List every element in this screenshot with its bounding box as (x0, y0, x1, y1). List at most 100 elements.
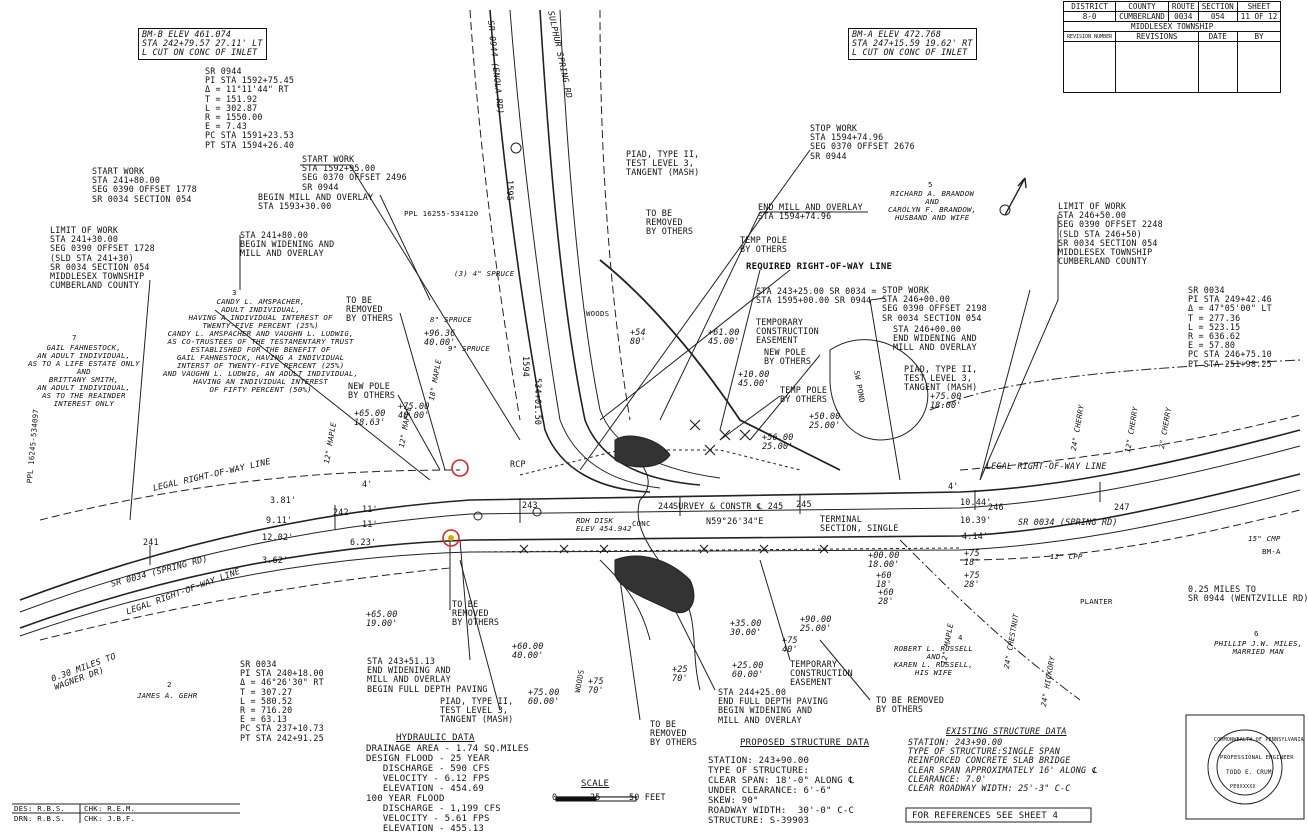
dimension-label: 4' (362, 479, 373, 489)
rdh-disk-note: RDH DISK ELEV 454.942 (576, 516, 632, 533)
tree-label: 9" SPRUCE (448, 344, 490, 353)
sr0034-curve-data-left: SR 0034 PI STA 240+18.00 Δ = 46°26'30" R… (240, 659, 324, 743)
offset-label: +54 80' (630, 327, 646, 347)
station-1595: 1595 (505, 180, 515, 201)
planter-label: PLANTER (1080, 597, 1113, 606)
tree-label: 8" SPRUCE (430, 315, 472, 324)
offset-label: +60.00 40.00' (512, 641, 544, 661)
drawn-by-initials: DRN: R.B.S. (14, 814, 66, 823)
offset-label: +00.00 18.00' (868, 550, 900, 570)
dimension-label: 11' (362, 519, 378, 529)
owner-amspacher-number: 3 (232, 288, 237, 297)
offset-label: +75 40' (782, 635, 798, 655)
legal-row-label: LEGAL RIGHT-OF-WAY LINE (986, 461, 1107, 471)
benchmark-b-note: BM-B ELEV 461.074 STA 242+79.57 27.11' L… (138, 28, 267, 60)
seal-license-number: PE0XXXXX (1230, 784, 1256, 790)
tree-label: 12" CPP (1050, 552, 1083, 561)
existing-structure-lines: STATION: 243+90.00 TYPE OF STRUCTURE:SIN… (908, 737, 1098, 794)
owner-gehr: JAMES A. GEHR (137, 691, 198, 700)
end-full-depth-paving: STA 244+25.00 END FULL DEPTH PAVING BEGI… (718, 687, 829, 725)
temp-construction-easement: TEMPORARY CONSTRUCTION EASEMENT (790, 659, 853, 688)
sheet-header: SHEET (1236, 1, 1282, 12)
section-value: 054 (1197, 11, 1238, 22)
station-equation: STA 243+25.00 SR 0034 = STA 1595+00.00 S… (756, 286, 877, 306)
dimension-label: 3.81' (270, 495, 297, 505)
route-value: 0034 (1167, 11, 1199, 22)
revisions-header: REVISIONS (1115, 31, 1199, 42)
begin-mill-sr0944: BEGIN MILL AND OVERLAY STA 1593+30.00 (258, 192, 374, 212)
temp-pole-callout: TEMP POLE BY OTHERS (740, 235, 788, 255)
sr0034-curve-data-right: SR 0034 PI STA 249+42.46 Δ = 47°05'00" L… (1188, 285, 1272, 369)
designer-initials: DES: R.B.S. (14, 804, 66, 813)
revision-number-header: REVISION NUMBER (1062, 31, 1117, 42)
offset-label: +75.00 18.00' (930, 391, 962, 411)
title-block: DISTRICT COUNTY ROUTE SECTION SHEET 8-0 … (1062, 1, 1282, 93)
dimension-label: 9.11' (266, 515, 293, 525)
stop-work-sr0944: STOP WORK STA 1594+74.96 SEG 0370 OFFSET… (810, 123, 915, 161)
section-header: SECTION (1197, 1, 1238, 12)
sheet-value: 11 OF 12 (1236, 11, 1282, 22)
end-widening-left: STA 243+51.13 END WIDENING AND MILL AND … (367, 656, 488, 694)
tree-label: 15" CMP (1248, 534, 1281, 543)
offset-label: +60 28' (878, 587, 894, 607)
checker-initials: CHK: J.B.F. (84, 814, 136, 823)
new-pole-callout: NEW POLE BY OTHERS (764, 347, 812, 367)
hydraulic-data-lines: DRAINAGE AREA - 1.74 SQ.MILES DESIGN FLO… (366, 744, 529, 834)
dimension-label: 3.62' (262, 555, 289, 565)
scale-tick: 0 (552, 792, 558, 802)
piad-callout: PIAD, TYPE II, TEST LEVEL 3, TANGENT (MA… (904, 364, 978, 393)
utility-pole-label: PPL 16255-534120 (404, 209, 479, 218)
offset-label: +75.00 40.00' (398, 401, 430, 421)
new-pole-callout: NEW POLE BY OTHERS (348, 381, 396, 401)
offset-label: +60 18' (876, 570, 892, 590)
checker-initials: CHK: R.E.M. (84, 804, 136, 813)
county-header: COUNTY (1115, 1, 1169, 12)
owner-russell: ROBERT L. RUSSELL AND KAREN L. RUSSELL, … (894, 644, 974, 677)
piad-callout: PIAD, TYPE II, TEST LEVEL 3, TANGENT (MA… (626, 149, 700, 178)
offset-label: +75 28' (964, 570, 980, 590)
owner-amspacher: CANDY L. AMSPACHER, ADULT INDIVIDUAL, HA… (163, 297, 359, 394)
to-be-removed-callout: TO BE REMOVED BY OTHERS (876, 695, 945, 715)
tree-label: (3) 4" SPRUCE (454, 269, 515, 278)
offset-label: +96.36 40.00' (424, 328, 456, 348)
benchmark-a-note: BM-A ELEV 472.768 STA 247+15.59 19.62' R… (848, 28, 977, 60)
sr0944-curve-data: SR 0944 PI STA 1592+75.45 Δ = 11°11'44" … (205, 66, 295, 150)
scale-tick: 50 FEET (629, 792, 666, 802)
begin-widening-note: STA 241+80.00 BEGIN WIDENING AND MILL AN… (240, 230, 335, 259)
owner-gehr-number: 2 (167, 680, 172, 689)
proposed-structure-lines: STATION: 243+90.00 TYPE OF STRUCTURE: CL… (708, 756, 855, 826)
offset-label: +75 70' (588, 676, 604, 696)
offset-label: +65.00 18.63' (354, 408, 386, 428)
proposed-structure-title: PROPOSED STRUCTURE DATA (740, 738, 870, 748)
seal-engineer-name: TODD E. CRUM (1226, 769, 1272, 776)
offset-label: +50.00 25.00' (809, 411, 841, 431)
distance-to-wentzville: 0.25 MILES TO SR 0944 (WENTZVILLE RD) (1188, 584, 1308, 604)
station-242: 242 (333, 507, 349, 517)
station-1594: 1594 (521, 356, 531, 377)
owner-brandow-number: 5 (928, 180, 933, 189)
county-value: CUMBERLAND (1115, 11, 1169, 22)
piad-callout: PIAD, TYPE II, TEST LEVEL 3, TANGENT (MA… (440, 696, 514, 725)
dimension-label: 4.14' (962, 531, 989, 541)
end-widening-right: STA 246+00.00 END WIDENING AND MILL AND … (893, 324, 977, 353)
survey-constr-centerline: SURVEY & CONSTR ℄ 245 (673, 501, 784, 511)
owner-fahnestock-number: 7 (72, 333, 77, 342)
seal-commonwealth: COMMONWEALTH OF PENNSYLVANIA (1214, 737, 1304, 743)
dimension-label: 4' (948, 481, 959, 491)
conc-label: CONC (632, 519, 651, 528)
references-note: FOR REFERENCES SEE SHEET 4 (912, 811, 1059, 821)
township-name: MIDDLESEX TOWNSHIP (1062, 21, 1282, 32)
station-246: 246 (988, 502, 1004, 512)
offset-label: +65.00 19.00' (366, 609, 398, 629)
sr0034-road-label-right: SR 0034 (SPRING RD) (1018, 517, 1118, 527)
dimension-label: 10.39' (960, 515, 992, 525)
offset-label: +25.00 60.00' (732, 660, 764, 680)
station-534: 534+01.50 (533, 378, 543, 426)
offset-label: +10.00 45.00' (738, 369, 770, 389)
station-247: 247 (1114, 502, 1130, 512)
seal-professional: PROFESSIONAL ENGINEER (1220, 755, 1294, 761)
owner-miles-number: 6 (1254, 629, 1259, 638)
district-value: 8-0 (1062, 11, 1117, 22)
limit-of-work-left: LIMIT OF WORK STA 241+30.00 SEG 0390 OFF… (50, 225, 155, 291)
